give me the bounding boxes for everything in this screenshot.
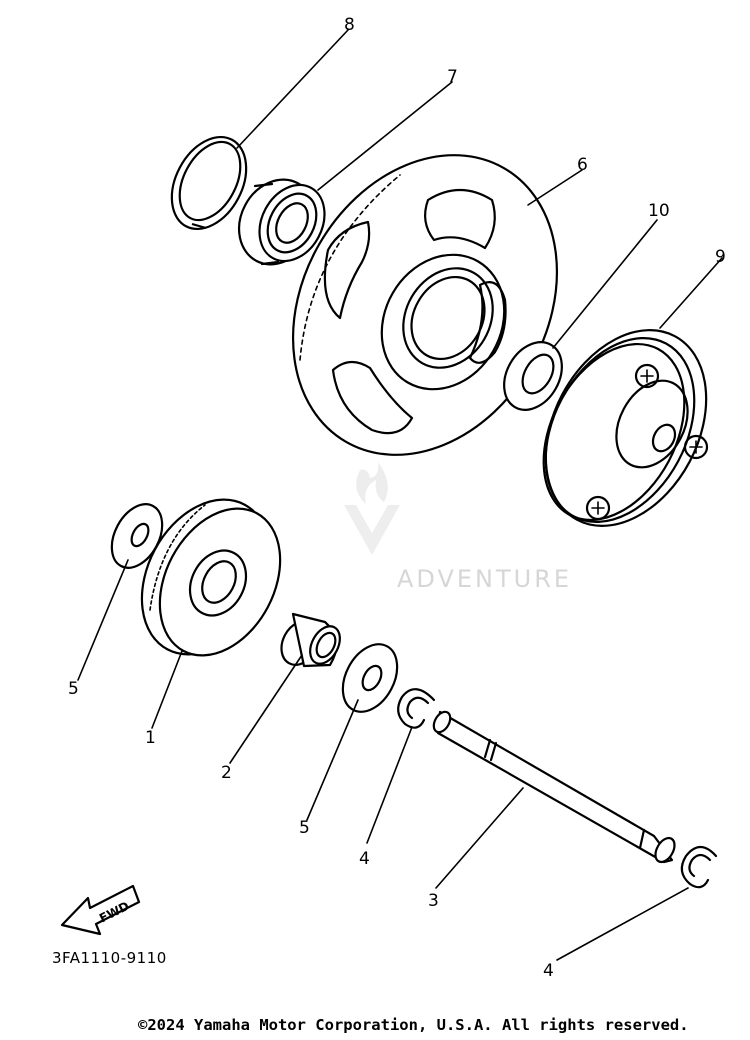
callout-2: 2 [221, 763, 232, 783]
callout-4-upper: 4 [359, 849, 370, 869]
part-code: 3FA1110-9110 [52, 949, 167, 967]
part-4-circlip-lower [680, 845, 718, 889]
part-8-circlip [170, 135, 248, 231]
callout-10: 10 [648, 201, 670, 221]
leader-lines [77, 29, 723, 961]
part-7-bearing [237, 178, 326, 266]
callout-5-right: 5 [299, 818, 310, 838]
callout-9: 9 [715, 247, 726, 267]
callout-5-left: 5 [68, 679, 79, 699]
part-1-idle-gear [140, 498, 282, 657]
part-4-circlip-upper [397, 688, 436, 729]
watermark-text: ADVENTURE [397, 565, 572, 593]
callout-7: 7 [447, 67, 458, 87]
watermark-logo [344, 462, 400, 555]
callout-8: 8 [344, 15, 355, 35]
callout-1: 1 [145, 728, 156, 748]
part-10-washer [503, 341, 563, 411]
fwd-arrow-icon: FWD [60, 884, 141, 936]
callout-3: 3 [428, 891, 439, 911]
part-2-needle-bearing [280, 612, 341, 668]
part-3-shaft [432, 710, 676, 864]
callout-4-lower: 4 [543, 961, 554, 981]
part-5-washer-right [341, 643, 399, 713]
part-9-starter-clutch [542, 329, 709, 527]
callout-6: 6 [577, 155, 588, 175]
copyright-notice: ©2024 Yamaha Motor Corporation, U.S.A. A… [138, 1016, 689, 1034]
